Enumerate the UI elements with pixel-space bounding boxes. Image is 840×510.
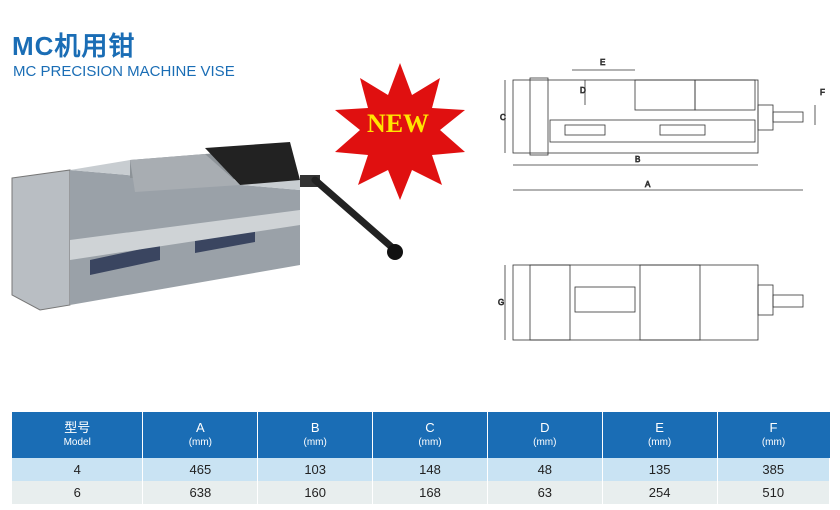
table-cell: 160	[257, 481, 374, 504]
col-d: D(mm)	[487, 412, 603, 458]
col-a: A(mm)	[142, 412, 259, 458]
table-cell: 148	[372, 458, 488, 481]
table-cell: 63	[487, 481, 603, 504]
page-title: MC机用钳	[12, 31, 136, 61]
table-cell: 254	[602, 481, 718, 504]
svg-text:NEW: NEW	[367, 109, 429, 138]
svg-text:F: F	[820, 88, 825, 97]
svg-text:B: B	[635, 155, 640, 164]
vise-photo: NEW	[11, 63, 465, 311]
table-cell: 168	[372, 481, 488, 504]
table-cell: 4	[12, 458, 144, 481]
table-cell: 638	[142, 481, 259, 504]
col-f: F(mm)	[717, 412, 830, 458]
svg-text:C: C	[500, 113, 506, 122]
technical-drawings: B A C D E F G	[498, 58, 825, 341]
svg-text:E: E	[600, 58, 605, 67]
table-cell: 510	[717, 481, 831, 504]
table-cell: 385	[717, 458, 831, 481]
table-cell: 6	[12, 481, 144, 504]
table-cell: 48	[487, 458, 603, 481]
col-c: C(mm)	[372, 412, 488, 458]
side-view: B A C D E F	[500, 58, 825, 191]
page-subtitle: MC PRECISION MACHINE VISE	[13, 63, 235, 80]
svg-text:A: A	[645, 180, 651, 189]
svg-text:D: D	[580, 86, 586, 95]
table-cell: 135	[602, 458, 718, 481]
top-view: G	[498, 264, 804, 341]
table-cell: 465	[142, 458, 259, 481]
vise-handle	[311, 176, 399, 254]
svg-text:G: G	[498, 298, 504, 307]
moving-jaw	[205, 142, 300, 185]
col-b: B(mm)	[257, 412, 374, 458]
col-e: E(mm)	[602, 412, 718, 458]
table-cell: 103	[257, 458, 374, 481]
new-badge: NEW	[335, 63, 465, 200]
